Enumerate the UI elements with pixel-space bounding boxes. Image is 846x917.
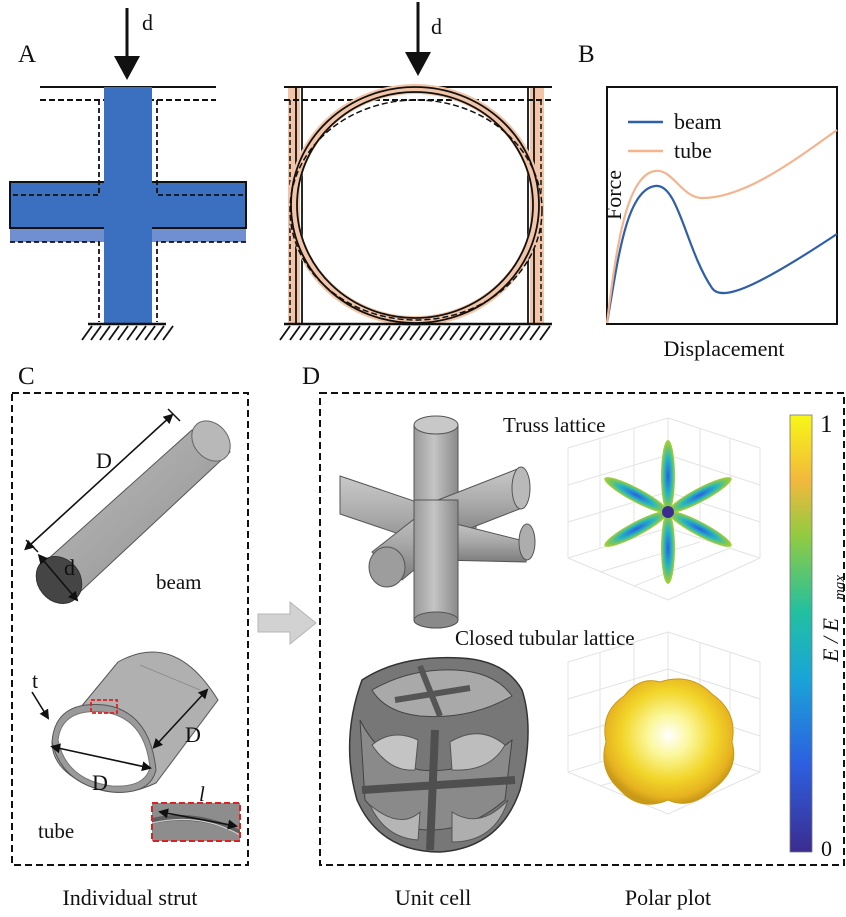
- panel-label-d: D: [302, 363, 320, 390]
- beam-cylinder: [35, 420, 231, 604]
- colorbar: [789, 414, 813, 853]
- tube-diameter-label: D: [92, 770, 108, 795]
- tube-wall-inset: [151, 802, 241, 842]
- tube-diameter-dimension: [50, 743, 152, 772]
- truss-polar-plot: [567, 417, 761, 601]
- closed-tubular-unit-cell: [348, 656, 529, 853]
- tube-thickness-label: t: [32, 668, 38, 693]
- lattice-frame: [319, 392, 845, 866]
- panel-label-b: B: [578, 41, 595, 68]
- truss-unit-cell: [339, 415, 536, 629]
- colorbar-max-label: 1: [820, 411, 833, 438]
- strut-frame: [11, 392, 249, 866]
- beam-length-label: D: [96, 448, 112, 473]
- closed-tubular-polar-plot: [567, 631, 761, 815]
- inset-length-label: l: [199, 782, 205, 806]
- cross-beam: [9, 86, 247, 341]
- tube-length-label: D: [185, 722, 201, 747]
- closed-tubular-lattice-title: Closed tubular lattice: [455, 626, 635, 650]
- force-axis-label: Force: [601, 170, 626, 220]
- tube-thickness-arrow: [31, 691, 50, 720]
- panel-label-c: C: [18, 363, 35, 390]
- beam-length-dimension: [24, 408, 181, 553]
- colorbar-axis-label: E / E max: [818, 575, 846, 663]
- unit-cell-caption: Unit cell: [395, 885, 471, 910]
- beam-diameter-dimension: [37, 553, 79, 602]
- beam-diameter-label: d: [64, 555, 75, 580]
- polar-plot-caption: Polar plot: [625, 885, 711, 910]
- load-label-tube: d: [431, 14, 442, 39]
- force-plot-frame: [606, 86, 838, 325]
- colorbar-label-main: E / E: [818, 617, 843, 663]
- load-label-beam: d: [142, 10, 153, 35]
- beam-curve: [605, 184, 838, 324]
- tube-curve: [605, 129, 838, 324]
- legend-label-tube: tube: [674, 138, 712, 163]
- individual-strut-caption: Individual strut: [62, 885, 197, 910]
- legend-label-beam: beam: [674, 109, 722, 134]
- flow-arrow: [257, 600, 317, 646]
- tube-cross-section: [279, 84, 552, 341]
- panel-label-a: A: [18, 41, 36, 68]
- truss-lattice-title: Truss lattice: [503, 413, 605, 437]
- beam-caption: beam: [156, 570, 201, 594]
- colorbar-min-label: 0: [821, 836, 832, 861]
- load-arrow-beam: [114, 8, 140, 80]
- load-arrow-tube: [405, 2, 431, 76]
- tube-length-dimension: [152, 688, 209, 749]
- tube-caption: tube: [38, 819, 74, 843]
- colorbar-label-sub: max: [832, 575, 846, 600]
- displacement-axis-label: Displacement: [664, 336, 785, 361]
